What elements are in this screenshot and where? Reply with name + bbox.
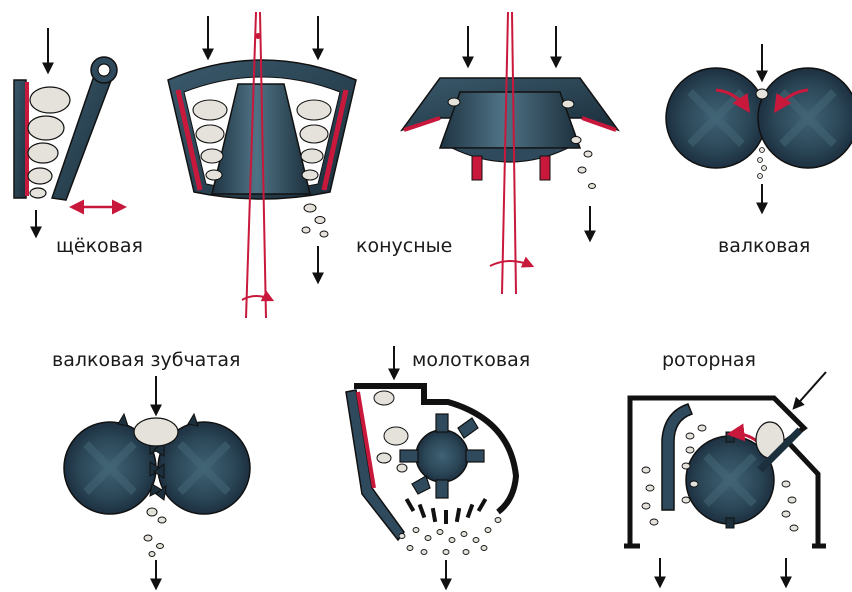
cone-head xyxy=(440,92,580,148)
roll-fines xyxy=(758,148,767,179)
label-roll: валковая xyxy=(718,235,810,257)
rotor-crusher xyxy=(624,372,826,586)
discharge-fines xyxy=(302,204,328,237)
hammer-fines xyxy=(399,518,501,555)
hammer-rotor xyxy=(416,430,468,482)
feed-arrow xyxy=(794,372,826,408)
feed-stone xyxy=(134,418,178,446)
jaw-crusher xyxy=(14,28,124,236)
roll-crusher xyxy=(666,44,852,212)
label-rotor: роторная xyxy=(662,349,756,371)
label-jaw: щёковая xyxy=(56,235,143,257)
label-hammer: молотковая xyxy=(412,349,530,371)
toothed-roll-crusher xyxy=(64,376,250,588)
fixed-jaw xyxy=(14,80,26,198)
toothed-fines xyxy=(144,508,166,557)
breaker-plate xyxy=(346,390,404,540)
hammer-crusher xyxy=(346,386,516,588)
label-cone: конусные xyxy=(356,235,452,257)
grate-bars xyxy=(405,498,487,524)
label-toothed-roll: валковая зубчатая xyxy=(52,349,240,371)
impact-bar xyxy=(662,404,692,510)
gyratory-cone-crusher xyxy=(168,12,356,318)
rotation-arrow xyxy=(490,261,532,266)
